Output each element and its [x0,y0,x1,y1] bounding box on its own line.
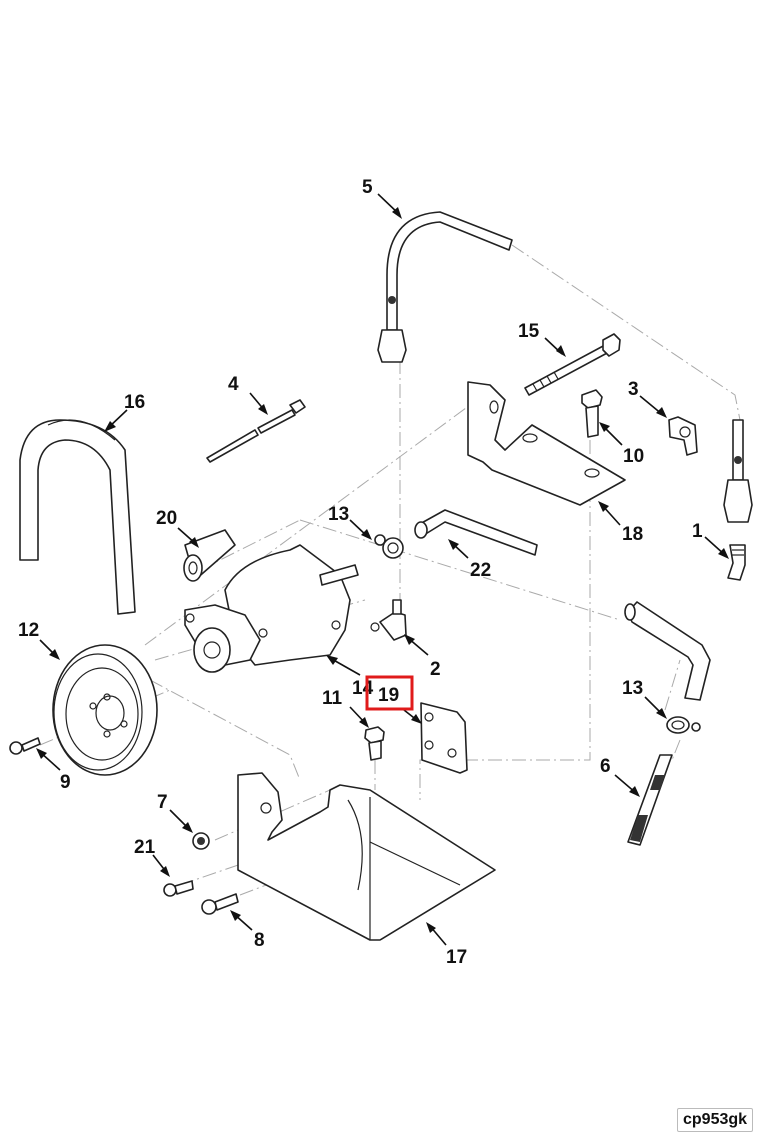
callout-7[interactable]: 7 [157,792,168,813]
callout-14[interactable]: 14 [352,678,374,699]
callout-11[interactable]: 11 [322,688,343,709]
part-return-hose[interactable] [414,509,538,556]
callout-16[interactable]: 16 [124,392,145,413]
callout-6[interactable]: 6 [600,756,611,777]
part-hose-clamp-upper[interactable] [374,534,404,559]
part-power-steering-pump[interactable] [184,544,359,673]
part-plate[interactable] [420,702,468,774]
part-hose-clamp-lower[interactable] [666,716,701,734]
callout-15[interactable]: 15 [518,321,540,342]
part-bolt-8[interactable] [201,893,239,915]
part-bolt-11[interactable] [364,726,385,761]
part-drive-belt[interactable] [19,419,136,615]
callout-13-upper[interactable]: 13 [328,504,349,525]
callout-4[interactable]: 4 [228,374,239,395]
drawing-code-label: cp953gk [677,1108,754,1132]
part-support-bracket[interactable] [467,381,626,506]
part-tube[interactable] [627,754,673,846]
leader-lines [36,193,729,946]
part-lower-hose[interactable] [624,601,711,701]
callout-17[interactable]: 17 [446,947,467,968]
callout-9[interactable]: 9 [60,772,71,793]
callout-3[interactable]: 3 [628,379,639,400]
callout-8[interactable]: 8 [254,930,265,951]
callout-22[interactable]: 22 [470,560,491,581]
part-hose-end-fitting[interactable] [723,419,753,523]
part-bolt-10[interactable] [581,389,603,438]
part-pump-bracket[interactable] [237,772,496,941]
part-spacer[interactable] [183,529,236,582]
callout-5[interactable]: 5 [362,177,373,198]
callout-21[interactable]: 21 [134,837,156,858]
part-pulley[interactable] [52,644,158,776]
part-long-bolt[interactable] [524,333,621,396]
part-bolt-9[interactable] [9,737,41,755]
part-elbow-fitting[interactable] [370,599,407,641]
callout-12[interactable]: 12 [18,620,39,641]
part-clip[interactable] [668,416,698,456]
callout-20[interactable]: 20 [156,508,177,529]
callout-13-lower[interactable]: 13 [622,678,643,699]
callout-19[interactable]: 19 [378,685,399,706]
callout-labels: 5 15 4 3 16 10 18 1 20 13 22 2 14 11 19 … [18,177,703,968]
part-cable-tie[interactable] [206,399,306,463]
part-fitting-elbow[interactable] [727,544,746,581]
part-bolt-21[interactable] [163,880,194,897]
callout-highlight-box [365,675,414,711]
callout-10[interactable]: 10 [623,446,644,467]
callout-2[interactable]: 2 [430,659,441,680]
callout-1[interactable]: 1 [692,521,703,542]
callout-18[interactable]: 18 [622,524,643,545]
part-nut[interactable] [192,832,210,850]
part-pressure-hose[interactable] [377,211,513,363]
